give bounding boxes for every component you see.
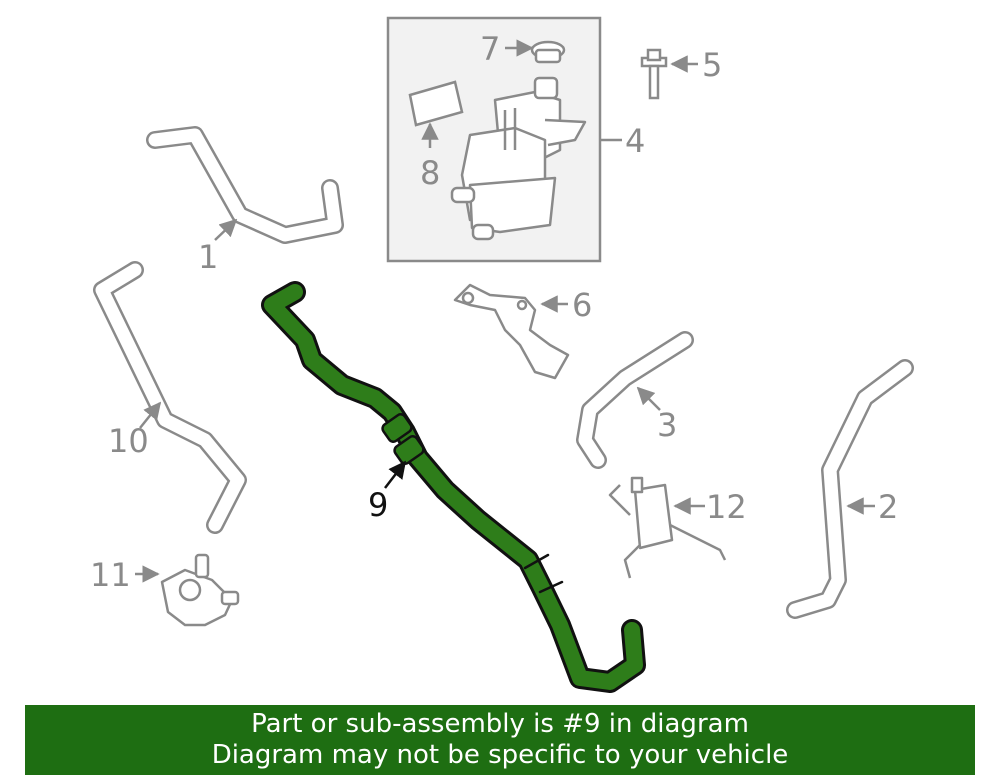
callout-12: 12 (706, 488, 747, 526)
callout-3: 3 (657, 406, 677, 444)
callout-4: 4 (625, 122, 645, 160)
reservoir-cap-part (530, 40, 566, 64)
label-plate-part (408, 80, 464, 127)
callout-6: 6 (572, 286, 592, 324)
callout-5: 5 (702, 46, 722, 84)
leader-line-9 (384, 460, 407, 489)
callout-8: 8 (420, 154, 440, 192)
callout-7: 7 (480, 30, 500, 68)
callout-2: 2 (878, 488, 898, 526)
info-banner: Part or sub-assembly is #9 in diagram Di… (25, 705, 975, 775)
coolant-reservoir-part (450, 76, 587, 241)
highlighted-hose-part-9 (261, 281, 646, 693)
banner-line-2: Diagram may not be specific to your vehi… (211, 740, 789, 770)
bracket-part (453, 283, 570, 380)
water-pump-part (160, 553, 240, 627)
callout-11: 11 (90, 556, 131, 594)
banner-line-1: Part or sub-assembly is #9 in diagram (251, 709, 749, 739)
callout-10: 10 (108, 422, 149, 460)
bolt-part (640, 48, 668, 100)
callout-1: 1 (198, 238, 218, 276)
leader-lines (135, 39, 875, 583)
hose-part-3 (576, 331, 694, 469)
hose-part-10 (93, 261, 247, 534)
hose-part-1 (146, 126, 344, 244)
callout-9: 9 (368, 486, 388, 524)
oil-cooler-part (608, 476, 727, 579)
hose-part-2 (786, 359, 914, 619)
